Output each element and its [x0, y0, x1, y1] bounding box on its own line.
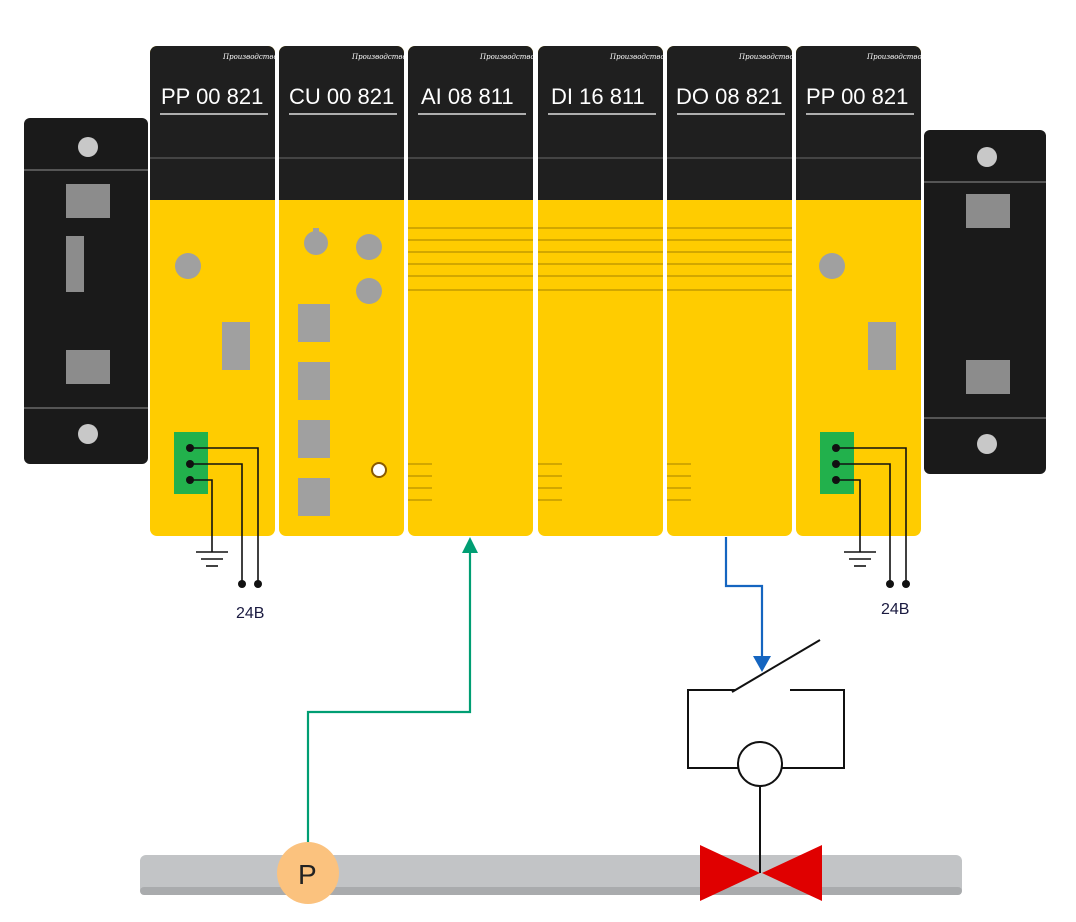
screw-icon [78, 424, 98, 444]
analog-signal-line [306, 548, 472, 845]
power-terminal-icon [238, 580, 246, 588]
module-label: CU 00 821 [289, 84, 394, 109]
module-label: DI 16 811 [551, 84, 645, 109]
voltage-label: 24В [236, 605, 264, 622]
switch-contact [731, 639, 821, 693]
module-label: PP 00 821 [806, 84, 908, 109]
port-slot [298, 478, 330, 516]
module-label: DO 08 821 [676, 84, 782, 109]
led-indicator [175, 253, 201, 279]
module-label: AI 08 811 [421, 84, 514, 109]
port-slot [298, 304, 330, 342]
voltage-label: 24В [881, 601, 909, 618]
arrow-down-icon [753, 656, 771, 672]
brand-logo: Производство Системы [609, 53, 703, 61]
module-pp-left: Производство Системы PP 00 821 [150, 46, 316, 536]
brand-logo: Производство Системы [479, 53, 573, 61]
module-di: Производство Системы DI 16 811 [538, 46, 703, 536]
brand-logo: Производство Системы [866, 53, 960, 61]
end-cap-right [924, 130, 1046, 474]
module-ai: Производство Системы AI 08 811 [408, 46, 573, 536]
module-cu: Производство Системы CU 00 821 [279, 46, 445, 536]
port-slot [868, 322, 896, 370]
control-valve-icon [700, 845, 822, 901]
digital-output-line [724, 537, 764, 660]
port-slot [298, 362, 330, 400]
battery-icon [371, 462, 387, 478]
brand-logo: Производство Системы [351, 53, 445, 61]
sensor-letter: P [298, 859, 317, 890]
pressure-sensor: P [277, 842, 339, 904]
screw-icon [977, 147, 997, 167]
led-indicator [356, 234, 382, 260]
module-pp-right: Производство Системы PP 00 821 [796, 46, 960, 536]
arrow-up-icon [462, 537, 478, 553]
led-indicator [819, 253, 845, 279]
led-indicator [356, 278, 382, 304]
port-slot [222, 322, 250, 370]
end-cap-left [24, 118, 148, 464]
brand-logo: Производство Системы [738, 53, 832, 61]
power-wiring-right [836, 447, 907, 584]
power-terminal-icon [902, 580, 910, 588]
brand-logo: Производство Системы [222, 53, 316, 61]
power-terminal-icon [254, 580, 262, 588]
screw-icon [977, 434, 997, 454]
relay-circuit [687, 639, 845, 769]
key-switch-icon [304, 231, 328, 255]
power-terminal-icon [886, 580, 894, 588]
power-wiring-left [190, 447, 259, 584]
pipe [140, 855, 962, 895]
module-label: PP 00 821 [161, 84, 263, 109]
screw-icon [78, 137, 98, 157]
port-slot [298, 420, 330, 458]
actuator-coil-icon [737, 741, 783, 787]
module-do: Производство Системы DO 08 821 [667, 46, 832, 536]
